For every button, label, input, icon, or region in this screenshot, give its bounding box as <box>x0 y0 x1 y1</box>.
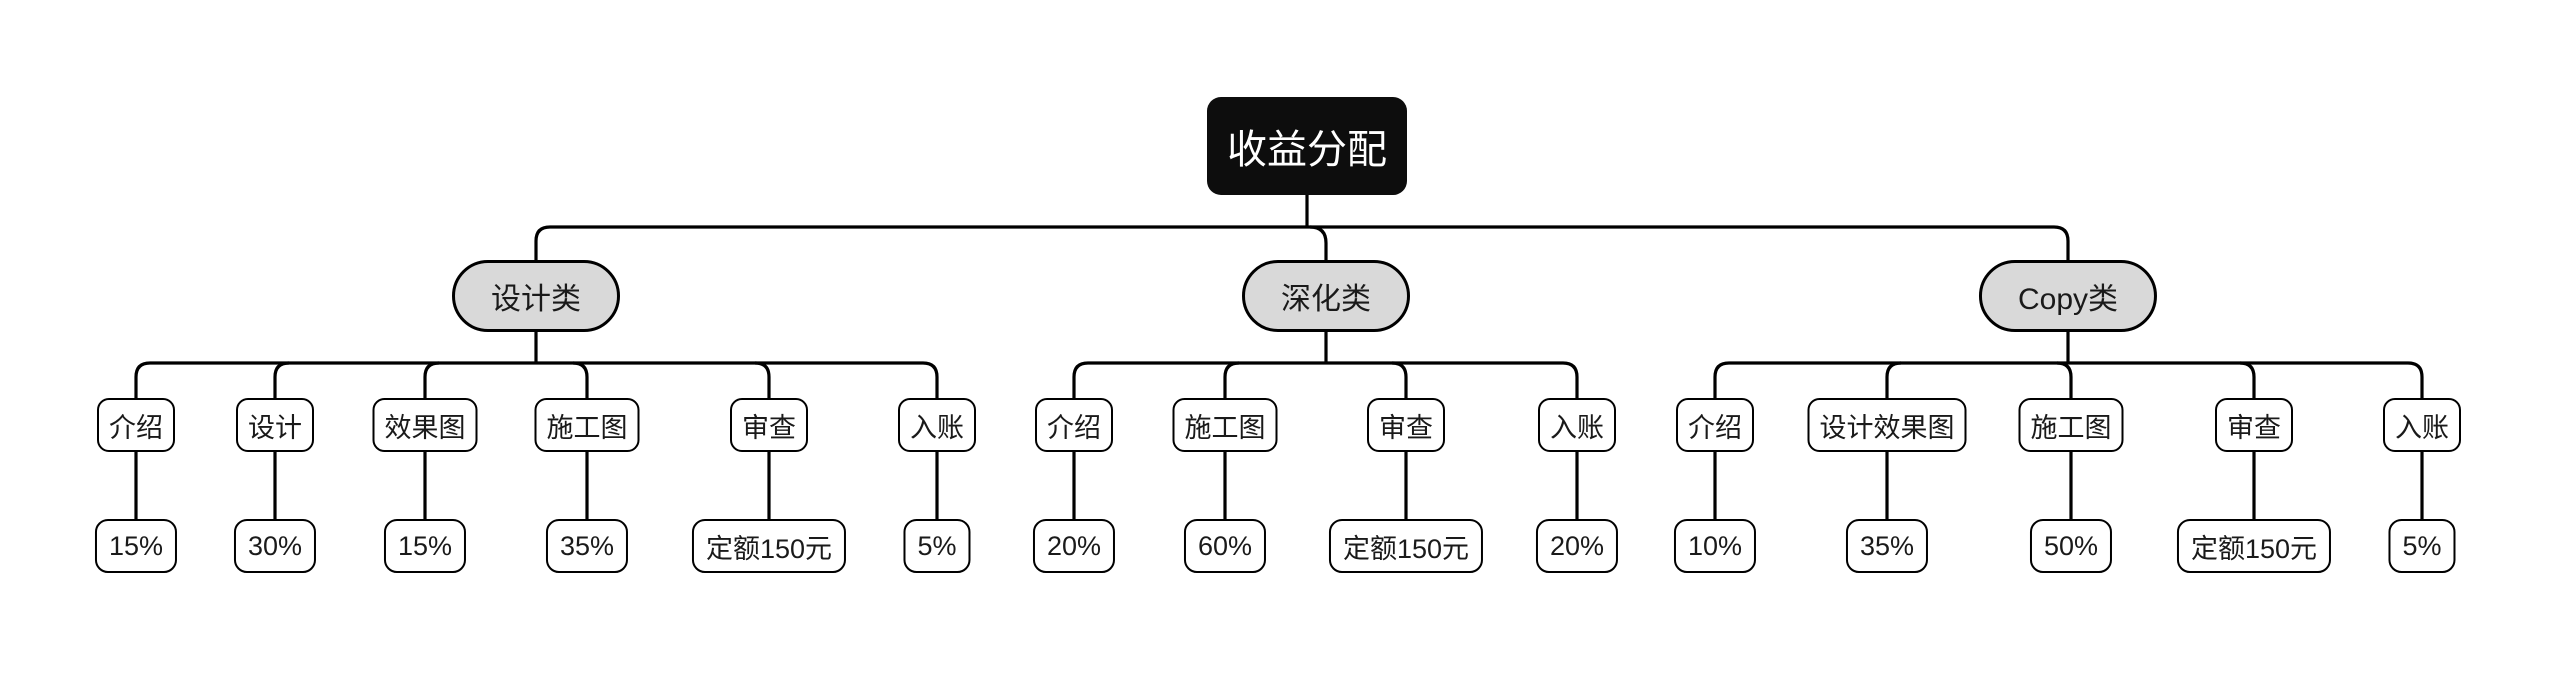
task-to-value-connectors <box>134 452 2424 519</box>
value-node-copy-design-render[interactable]: 35% <box>1845 519 1929 573</box>
value-node-design-review[interactable]: 定额150元 <box>691 519 847 573</box>
task-node-design-review[interactable]: 审查 <box>730 398 808 452</box>
task-node-design-construction[interactable]: 施工图 <box>534 398 640 452</box>
task-node-design-intro[interactable]: 介绍 <box>97 398 175 452</box>
task-node-design-design[interactable]: 设计 <box>236 398 314 452</box>
value-node-design-construction[interactable]: 35% <box>545 519 629 573</box>
task-node-deepen-intro[interactable]: 介绍 <box>1035 398 1113 452</box>
branch-node-copy[interactable]: Copy类 <box>1978 260 2158 332</box>
task-node-design-booking[interactable]: 入账 <box>898 398 976 452</box>
branch-copy-connectors <box>1713 332 2424 398</box>
value-node-design-intro[interactable]: 15% <box>94 519 178 573</box>
value-node-deepen-intro[interactable]: 20% <box>1032 519 1116 573</box>
value-node-deepen-review[interactable]: 定额150元 <box>1328 519 1484 573</box>
value-node-deepen-booking[interactable]: 20% <box>1535 519 1619 573</box>
task-node-copy-booking[interactable]: 入账 <box>2383 398 2461 452</box>
task-node-copy-intro[interactable]: 介绍 <box>1676 398 1754 452</box>
task-node-copy-design-render[interactable]: 设计效果图 <box>1807 398 1967 452</box>
value-node-design-booking[interactable]: 5% <box>903 519 971 573</box>
value-node-copy-construction[interactable]: 50% <box>2029 519 2113 573</box>
value-node-design-render[interactable]: 15% <box>383 519 467 573</box>
branch-node-deepen[interactable]: 深化类 <box>1242 260 1410 332</box>
branch-deepen-connectors <box>1072 332 1579 398</box>
task-node-copy-construction[interactable]: 施工图 <box>2018 398 2124 452</box>
value-node-deepen-construction[interactable]: 60% <box>1183 519 1267 573</box>
branch-node-design[interactable]: 设计类 <box>452 260 620 332</box>
value-node-copy-review[interactable]: 定额150元 <box>2176 519 2332 573</box>
task-node-deepen-construction[interactable]: 施工图 <box>1172 398 1278 452</box>
task-node-design-render[interactable]: 效果图 <box>372 398 478 452</box>
task-node-deepen-booking[interactable]: 入账 <box>1538 398 1616 452</box>
root-to-branch-connectors <box>534 195 2070 260</box>
root-node[interactable]: 收益分配 <box>1207 97 1407 195</box>
task-node-copy-review[interactable]: 审查 <box>2215 398 2293 452</box>
branch-design-connectors <box>134 332 939 398</box>
value-node-design-design[interactable]: 30% <box>233 519 317 573</box>
value-node-copy-intro[interactable]: 10% <box>1673 519 1757 573</box>
task-node-deepen-review[interactable]: 审查 <box>1367 398 1445 452</box>
value-node-copy-booking[interactable]: 5% <box>2388 519 2456 573</box>
